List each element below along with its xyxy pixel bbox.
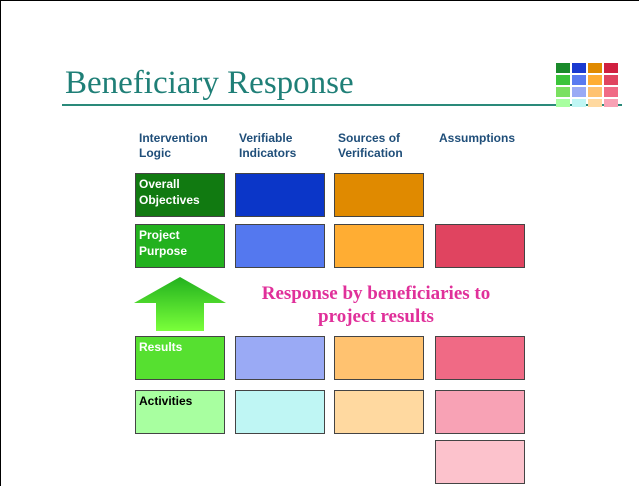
header-assumptions: Assumptions <box>439 131 516 145</box>
upward-arrow-icon <box>134 277 226 331</box>
cell-assumptions-preconditions <box>435 440 525 484</box>
cell-activities: Activities <box>135 390 225 434</box>
cell-verification-purpose <box>334 224 424 268</box>
cell-indicators-overall <box>235 173 325 217</box>
cell-assumptions-purpose <box>435 224 525 268</box>
cell-overall-objectives: Overall Objectives <box>135 173 225 217</box>
cell-assumptions-activities <box>435 390 525 434</box>
cell-results: Results <box>135 336 225 380</box>
cell-indicators-results <box>235 336 325 380</box>
logframe-logo-icon <box>556 63 618 107</box>
cell-verification-activities <box>334 390 424 434</box>
header-intervention-logic: Intervention Logic <box>139 131 208 160</box>
cell-verification-results <box>334 336 424 380</box>
title-underline <box>62 104 622 106</box>
header-verifiable-indicators: Verifiable Indicators <box>239 131 297 160</box>
cell-indicators-activities <box>235 390 325 434</box>
cell-assumptions-results <box>435 336 525 380</box>
annotation-text: Response by beneficiaries to project res… <box>261 283 491 327</box>
header-sources-of-verification: Sources of Verification <box>338 131 403 160</box>
slide-title: Beneficiary Response <box>65 65 354 101</box>
cell-indicators-purpose <box>235 224 325 268</box>
cell-project-purpose: Project Purpose <box>135 224 225 268</box>
cell-verification-overall <box>334 173 424 217</box>
